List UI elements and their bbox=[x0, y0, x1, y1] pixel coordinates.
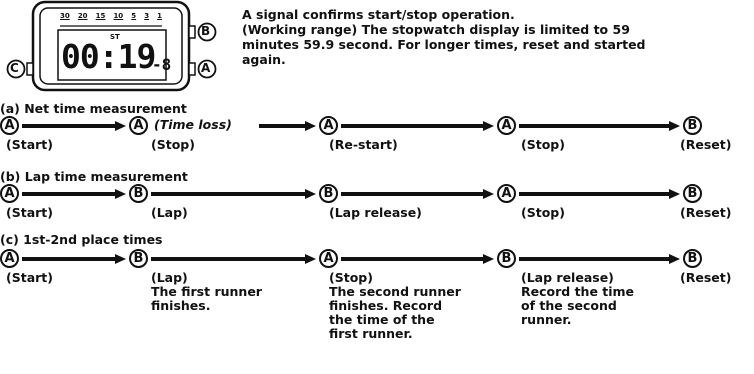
button-a-symbol: A bbox=[0, 184, 19, 203]
arrow-head bbox=[115, 254, 126, 264]
intro-line-1: A signal confirms start/stop operation. bbox=[242, 7, 515, 22]
scale-label: 20 bbox=[77, 12, 88, 20]
step-label: (Reset) bbox=[680, 270, 732, 285]
arrow-head bbox=[483, 254, 494, 264]
step-label: (Stop) bbox=[151, 137, 195, 152]
scale-label: 5 bbox=[131, 12, 137, 20]
watch-illustration bbox=[6, 0, 217, 92]
scale-label: 10 bbox=[113, 12, 124, 20]
step-label: (Start) bbox=[6, 205, 53, 220]
arrow-shaft bbox=[519, 124, 671, 128]
button-b-symbol: B bbox=[683, 249, 702, 268]
arrow-shaft bbox=[259, 124, 307, 128]
step-label: (Reset) bbox=[680, 137, 732, 152]
button-b-symbol: B bbox=[497, 249, 516, 268]
scale-label: 15 bbox=[95, 12, 106, 20]
button-a-symbol: A bbox=[497, 116, 516, 135]
button-a-symbol: A bbox=[129, 116, 148, 135]
button-b-symbol: B bbox=[683, 116, 702, 135]
flow-arrow bbox=[519, 121, 680, 131]
scale-label: 1 bbox=[157, 12, 162, 20]
watch-scale: 30 20 15 10 5 3 1 bbox=[60, 12, 162, 20]
flow-arrow bbox=[341, 189, 494, 199]
arrow-head bbox=[483, 189, 494, 199]
step-label: (Lap) bbox=[151, 270, 188, 285]
button-b-symbol: B bbox=[683, 184, 702, 203]
button-a-symbol: A bbox=[319, 116, 338, 135]
arrow-shaft bbox=[151, 257, 307, 261]
step-label: (Lap) bbox=[151, 205, 188, 220]
flow-arrow bbox=[519, 254, 680, 264]
arrow-head bbox=[305, 189, 316, 199]
step-label: (Start) bbox=[6, 137, 53, 152]
flow-arrow bbox=[519, 189, 680, 199]
flow-arrow bbox=[341, 254, 494, 264]
step-label: (Reset) bbox=[680, 205, 732, 220]
lcd-time: 00:19 bbox=[61, 37, 156, 76]
flow-arrow bbox=[341, 121, 494, 131]
button-b-label: B bbox=[201, 24, 211, 38]
arrow-head bbox=[115, 189, 126, 199]
scale-label: 30 bbox=[60, 12, 70, 20]
step-label: (Stop) bbox=[329, 270, 373, 285]
button-a-symbol: A bbox=[0, 249, 19, 268]
arrow-shaft bbox=[151, 192, 307, 196]
button-a-symbol: A bbox=[0, 116, 19, 135]
arrow-head bbox=[115, 121, 126, 131]
flow-arrow bbox=[22, 189, 126, 199]
step-label: (Lap release) bbox=[329, 205, 422, 220]
step-label: (Lap release) bbox=[521, 270, 614, 285]
button-c-label: C bbox=[10, 61, 19, 75]
arrow-head bbox=[483, 121, 494, 131]
arrow-shaft bbox=[519, 257, 671, 261]
button-b-symbol: B bbox=[129, 249, 148, 268]
intro-line-4: again. bbox=[242, 52, 286, 67]
arrow-head bbox=[669, 189, 680, 199]
step-label: (Start) bbox=[6, 270, 53, 285]
flow-arrow bbox=[259, 121, 316, 131]
step-note: (Time loss) bbox=[154, 117, 232, 132]
arrow-shaft bbox=[22, 257, 117, 261]
section-b-heading: (b) Lap time measurement bbox=[0, 169, 188, 184]
lcd-tenths: -8 bbox=[152, 55, 172, 74]
button-a-symbol: A bbox=[497, 184, 516, 203]
arrow-shaft bbox=[341, 257, 485, 261]
arrow-shaft bbox=[341, 124, 485, 128]
step-description: The second runner finishes. Record the t… bbox=[329, 284, 461, 341]
flow-arrow bbox=[22, 254, 126, 264]
arrow-shaft bbox=[341, 192, 485, 196]
step-description: Record the time of the second runner. bbox=[521, 284, 635, 327]
button-b-symbol: B bbox=[129, 184, 148, 203]
step-label: (Re-start) bbox=[329, 137, 398, 152]
arrow-head bbox=[305, 121, 316, 131]
section-c-heading: (c) 1st-2nd place times bbox=[0, 232, 163, 247]
arrow-shaft bbox=[519, 192, 671, 196]
intro-line-3: minutes 59.9 second. For longer times, r… bbox=[242, 37, 646, 52]
flow-arrow bbox=[151, 254, 316, 264]
button-a-label: A bbox=[201, 61, 211, 75]
st-indicator: ST bbox=[110, 33, 120, 41]
arrow-head bbox=[305, 254, 316, 264]
button-a-symbol: A bbox=[319, 249, 338, 268]
lcd-tenths-digit: 8 bbox=[161, 55, 172, 74]
step-label: (Stop) bbox=[521, 205, 565, 220]
flow-arrow bbox=[151, 189, 316, 199]
arrow-shaft bbox=[22, 192, 117, 196]
arrow-head bbox=[669, 254, 680, 264]
scale-label: 3 bbox=[144, 12, 150, 20]
arrow-shaft bbox=[22, 124, 117, 128]
intro-line-2: (Working range) The stopwatch display is… bbox=[242, 22, 630, 37]
step-label: (Stop) bbox=[521, 137, 565, 152]
section-a-heading: (a) Net time measurement bbox=[0, 101, 187, 116]
flow-arrow bbox=[22, 121, 126, 131]
arrow-head bbox=[669, 121, 680, 131]
button-b-symbol: B bbox=[319, 184, 338, 203]
step-description: The first runner finishes. bbox=[151, 284, 262, 313]
